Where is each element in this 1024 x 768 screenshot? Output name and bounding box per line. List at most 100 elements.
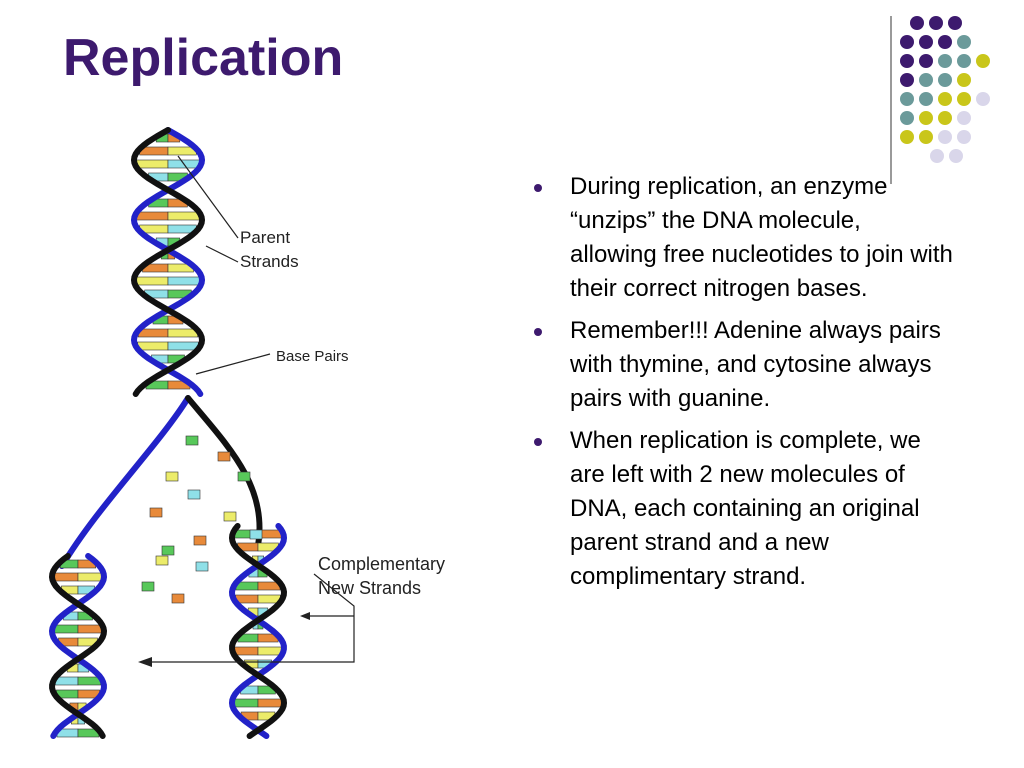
pointer-base-pairs — [195, 353, 271, 375]
decorative-dot — [919, 130, 933, 144]
decorative-dot — [957, 92, 971, 106]
bullet-item-3: When replication is complete, we are lef… — [534, 424, 954, 594]
decorative-dot — [929, 16, 943, 30]
bullet-text-3: When replication is complete, we are lef… — [570, 427, 921, 590]
free-nucleotide — [141, 581, 155, 592]
decorative-dot — [900, 111, 914, 125]
free-nucleotide — [155, 555, 169, 566]
bullet-item-2: Remember!!! Adenine always pairs with th… — [534, 314, 954, 416]
free-nucleotide — [165, 471, 179, 482]
decorative-dot — [900, 92, 914, 106]
base-block — [167, 341, 199, 351]
decorative-dot — [949, 149, 963, 163]
decorative-dot — [919, 35, 933, 49]
decorative-dot — [930, 149, 944, 163]
decorative-dot — [900, 35, 914, 49]
label-parent-strands-line1: Parent — [240, 228, 290, 247]
bullet-text-1: During replication, an enzyme “unzips” t… — [570, 173, 953, 302]
free-nucleotide — [161, 545, 175, 556]
decorative-dot — [957, 54, 971, 68]
dna-helices — [48, 127, 288, 739]
free-nucleotide — [217, 451, 231, 462]
free-nucleotide — [187, 489, 201, 500]
decorative-dot-grid — [900, 10, 1010, 170]
bullet-list: During replication, an enzyme “unzips” t… — [534, 170, 954, 602]
decorative-dot — [976, 92, 990, 106]
pointer-parent-2 — [205, 245, 239, 263]
arrowhead — [138, 657, 152, 667]
decorative-dot — [910, 16, 924, 30]
base-block — [77, 572, 103, 582]
decorative-dot — [938, 73, 952, 87]
base-block — [233, 698, 259, 708]
decorative-divider — [890, 16, 892, 184]
base-block — [257, 646, 282, 656]
decorative-dot — [938, 54, 952, 68]
base-block — [135, 276, 169, 286]
bullet-item-1: During replication, an enzyme “unzips” t… — [534, 170, 954, 306]
base-block — [138, 328, 169, 338]
base-block — [136, 211, 169, 221]
daughter-helix-left-strand-a — [48, 553, 108, 739]
decorative-dot — [938, 35, 952, 49]
free-nucleotide — [237, 471, 251, 482]
decorative-dot — [948, 16, 962, 30]
label-pointers — [138, 155, 355, 667]
decorative-dot — [919, 73, 933, 87]
base-block — [136, 159, 169, 169]
bullet-dot-icon — [534, 184, 542, 192]
parent-helix-strand-b — [130, 127, 206, 397]
free-nucleotide — [195, 561, 209, 572]
daughter-helix-right-strand-b — [228, 523, 288, 739]
label-parent-strands-line2: Strands — [240, 252, 299, 271]
decorative-dot — [919, 92, 933, 106]
decorative-dot — [919, 54, 933, 68]
decorative-dot — [919, 111, 933, 125]
base-block — [137, 341, 169, 351]
free-nucleotides — [141, 435, 263, 604]
decorative-dot — [900, 73, 914, 87]
base-block — [77, 624, 103, 634]
base-block — [234, 646, 259, 656]
decorative-dot — [938, 111, 952, 125]
bullet-dot-icon — [534, 328, 542, 336]
decorative-dot — [900, 130, 914, 144]
base-block — [167, 328, 199, 338]
free-nucleotide — [223, 511, 237, 522]
free-nucleotide — [149, 507, 163, 518]
dna-replication-diagram: Parent Strands Base Pairs Complementary … — [48, 127, 445, 739]
bullet-dot-icon — [534, 438, 542, 446]
base-block — [257, 698, 283, 708]
arrowhead-2 — [300, 612, 310, 620]
parent-helix-strand-a — [130, 127, 206, 397]
decorative-dot — [938, 130, 952, 144]
free-nucleotide — [171, 593, 185, 604]
free-nucleotide — [193, 535, 207, 546]
base-block — [53, 624, 79, 634]
diverging-strand-right — [185, 395, 263, 549]
daughter-helix-left-strand-b — [48, 553, 108, 739]
bullet-text-2: Remember!!! Adenine always pairs with th… — [570, 317, 941, 412]
diverging-strand-left — [59, 395, 191, 569]
free-nucleotide — [185, 435, 199, 446]
pointer-parent-1 — [177, 155, 239, 239]
label-complementary-line2: New Strands — [318, 578, 421, 598]
label-base-pairs: Base Pairs — [276, 348, 349, 365]
pointer-complementary — [150, 573, 355, 663]
daughter-helix-right-strand-a — [228, 523, 288, 739]
base-block — [54, 676, 79, 686]
decorative-dot — [938, 92, 952, 106]
decorative-dot — [900, 54, 914, 68]
base-block — [77, 676, 102, 686]
decorative-dot — [957, 130, 971, 144]
decorative-dot — [957, 73, 971, 87]
label-complementary-line1: Complementary — [318, 554, 445, 574]
decorative-dot — [976, 54, 990, 68]
decorative-dot — [957, 35, 971, 49]
base-block — [167, 211, 200, 221]
base-block — [167, 276, 201, 286]
free-nucleotide — [249, 529, 263, 540]
base-block — [53, 572, 79, 582]
slide-title: Replication — [63, 29, 344, 87]
decorative-dot — [957, 111, 971, 125]
